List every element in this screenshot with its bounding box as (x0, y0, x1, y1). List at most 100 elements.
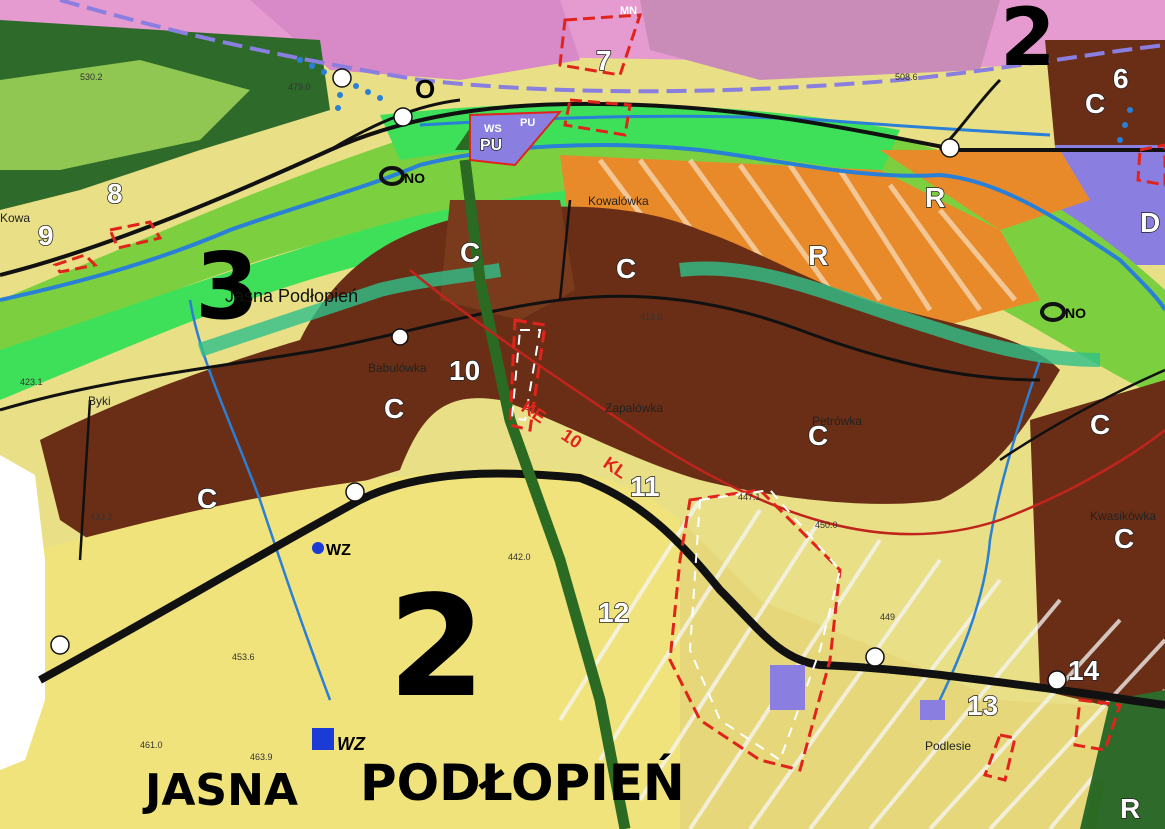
node (940, 138, 960, 158)
stream-left (188, 299, 332, 701)
local-name-kwasikowka: Kwasikówka (1090, 509, 1156, 523)
zone-c-label: C (1085, 88, 1105, 119)
stream-right (928, 359, 1042, 721)
site-number-12: 12 (598, 597, 629, 628)
pu-zone-small-2 (920, 700, 945, 720)
spot-height: 419.0 (640, 312, 663, 322)
zone-c-label: C (616, 253, 636, 284)
zone-pu-label: PU (480, 137, 502, 154)
wz-symbol-circle: WZ (312, 542, 351, 559)
road-east (999, 368, 1165, 462)
farmland-south (0, 468, 680, 829)
place-name-jasna: JASNA (142, 765, 298, 816)
node (332, 68, 352, 88)
zone-c-label: C (808, 420, 828, 451)
spot-height: 442.0 (508, 552, 531, 562)
pu-zone-small (770, 665, 805, 710)
node (391, 328, 409, 346)
site-number-9: 9 (38, 220, 54, 251)
spot-height: 447.1 (738, 492, 761, 502)
local-name-petrowka: Petrówka (812, 414, 862, 428)
spot-heights: 530.2 479.0 508.6 447.1 419.0 423.1 453.… (20, 72, 918, 762)
site-boundaries-white (510, 329, 842, 762)
svg-text:NO: NO (1065, 305, 1086, 321)
site-number-10: 10 (449, 355, 480, 386)
spot-height: 461.0 (140, 740, 163, 750)
zone-ws-label: WS (484, 123, 502, 135)
place-label-small: Jasna Podłopień (225, 286, 358, 306)
road-middle (0, 294, 1041, 412)
local-name-kowalowka: Kowalówka (588, 194, 649, 208)
spot-height: 433.2 (90, 512, 113, 522)
spot-height: 450.0 (815, 520, 838, 530)
spot-height: 463.9 (250, 752, 273, 762)
map-edge-white (0, 455, 45, 770)
site-number-6: 6 (1113, 63, 1129, 94)
site-number-7: 7 (596, 45, 612, 76)
residential-zone-top-2 (250, 0, 580, 80)
unit-number-2: 2 (388, 566, 485, 729)
r-zone (560, 155, 1040, 330)
zone-c-label: C (460, 237, 480, 268)
road-main-south (38, 469, 1165, 709)
no-symbol-right: NO (1040, 302, 1086, 322)
zone-r-label: R (1120, 793, 1140, 824)
node (50, 635, 70, 655)
zone-code-labels: C C C C C C C C R R R D (196, 87, 1161, 825)
svg-text:WZ: WZ (337, 734, 366, 754)
local-name-babulowka: Babulówka (368, 361, 427, 375)
zone-o-label: O (415, 74, 435, 104)
site-10-boundary (508, 318, 547, 432)
zone-c-label: C (1090, 409, 1110, 440)
local-name-zapalowka: Zapalówka (605, 401, 663, 415)
zone-ws-pu-label: PU (520, 117, 535, 129)
road-nodes (50, 68, 1067, 690)
node (393, 107, 413, 127)
node (345, 482, 365, 502)
meadow-top-left (0, 60, 250, 170)
corridor-line-bottom-right (1085, 779, 1105, 829)
zone-c-label: C (197, 483, 217, 514)
spot-height: 449 (880, 612, 895, 622)
svg-text:WZ: WZ (326, 542, 351, 559)
residential-zone-top-3 (640, 0, 1000, 80)
place-name-podlopien: PODŁOPIEŃ (360, 753, 685, 812)
wz-symbol-square: WZ (312, 728, 366, 754)
site-7b-boundary (563, 98, 632, 137)
zone-c-label: C (384, 393, 404, 424)
c-zone-main (40, 206, 1060, 560)
water-pipeline-dots (297, 57, 1133, 143)
node (1047, 670, 1067, 690)
site-number-8: 8 (107, 178, 123, 209)
site-12-boundary (668, 488, 842, 772)
spot-height: 479.0 (288, 82, 311, 92)
site-number-13: 13 (967, 690, 998, 721)
road-connector (558, 199, 572, 301)
r-zone-hatch (598, 158, 1017, 312)
zone-r-label: R (808, 240, 828, 271)
spot-height: 508.6 (895, 72, 918, 82)
zone-d-label: D (1140, 207, 1160, 238)
local-name-byki: Byki (88, 394, 111, 408)
site-numbers: 6 7 8 9 10 11 12 13 14 (37, 44, 1129, 722)
site-14-boundary (1073, 698, 1123, 752)
teal-corridor (679, 261, 1101, 367)
spot-height: 453.6 (232, 652, 255, 662)
zone-r-label: R (925, 182, 945, 213)
unit-number-2-top: 2 (1000, 0, 1056, 84)
site-13-boundary (983, 733, 1017, 782)
site-number-14: 14 (1068, 655, 1100, 686)
node (865, 647, 885, 667)
pu-zone (469, 110, 563, 167)
road-west (78, 399, 92, 561)
local-name-podlesie: Podlesie (925, 739, 971, 753)
zone-c-label: C (1114, 523, 1134, 554)
site-number-11: 11 (630, 471, 660, 502)
unit-number-3: 3 (195, 233, 259, 340)
river-main (0, 143, 1165, 311)
zone-mn-label: MN (620, 5, 637, 17)
teal-corridor-left (197, 263, 502, 357)
boundary-purple (59, 0, 1165, 94)
